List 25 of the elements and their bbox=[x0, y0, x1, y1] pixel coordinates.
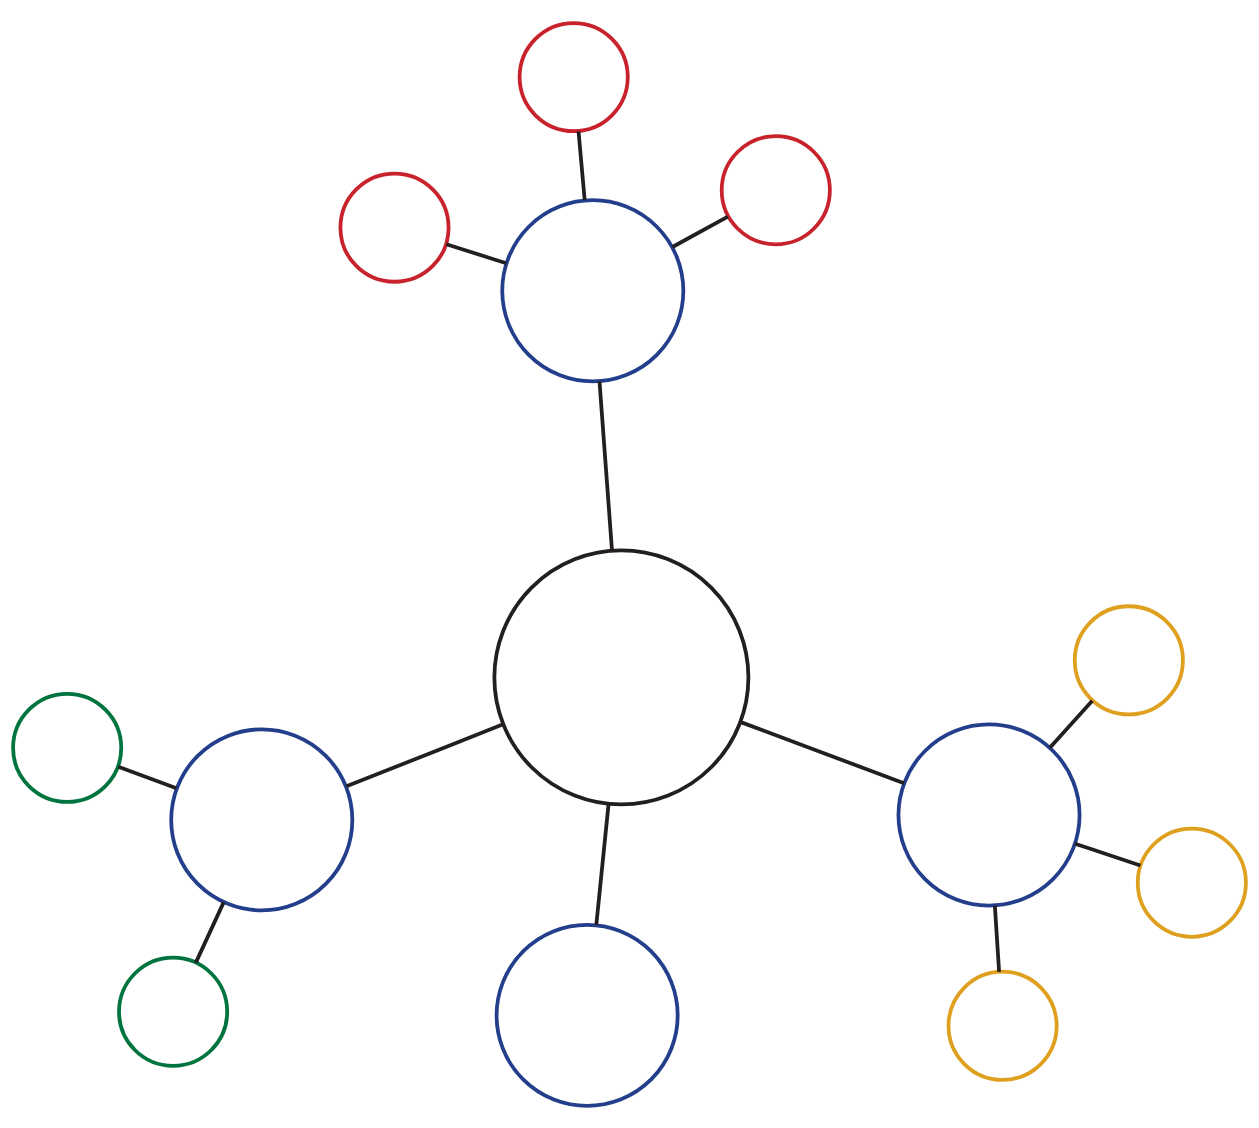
node-circle bbox=[492, 548, 751, 806]
node-circle bbox=[1072, 603, 1185, 716]
node-circle bbox=[338, 171, 451, 284]
connector bbox=[671, 214, 729, 249]
connector bbox=[1074, 841, 1141, 867]
connector bbox=[445, 241, 507, 265]
node-circle bbox=[169, 726, 355, 912]
connector bbox=[594, 803, 611, 925]
node-circle bbox=[946, 969, 1059, 1082]
connector bbox=[597, 380, 614, 550]
node-circle bbox=[719, 133, 832, 246]
connector bbox=[117, 764, 178, 790]
connector bbox=[740, 719, 905, 785]
node-circle bbox=[1135, 826, 1248, 939]
connector bbox=[992, 905, 1001, 972]
node-circle bbox=[896, 722, 1082, 907]
node-circle bbox=[117, 955, 230, 1068]
connector bbox=[1048, 699, 1094, 749]
connector bbox=[194, 901, 226, 963]
connector bbox=[576, 130, 587, 200]
node-circle bbox=[500, 197, 686, 383]
node-circle bbox=[517, 20, 630, 133]
connector bbox=[345, 722, 504, 788]
node-circle bbox=[11, 691, 124, 804]
node-circle bbox=[494, 922, 680, 1108]
